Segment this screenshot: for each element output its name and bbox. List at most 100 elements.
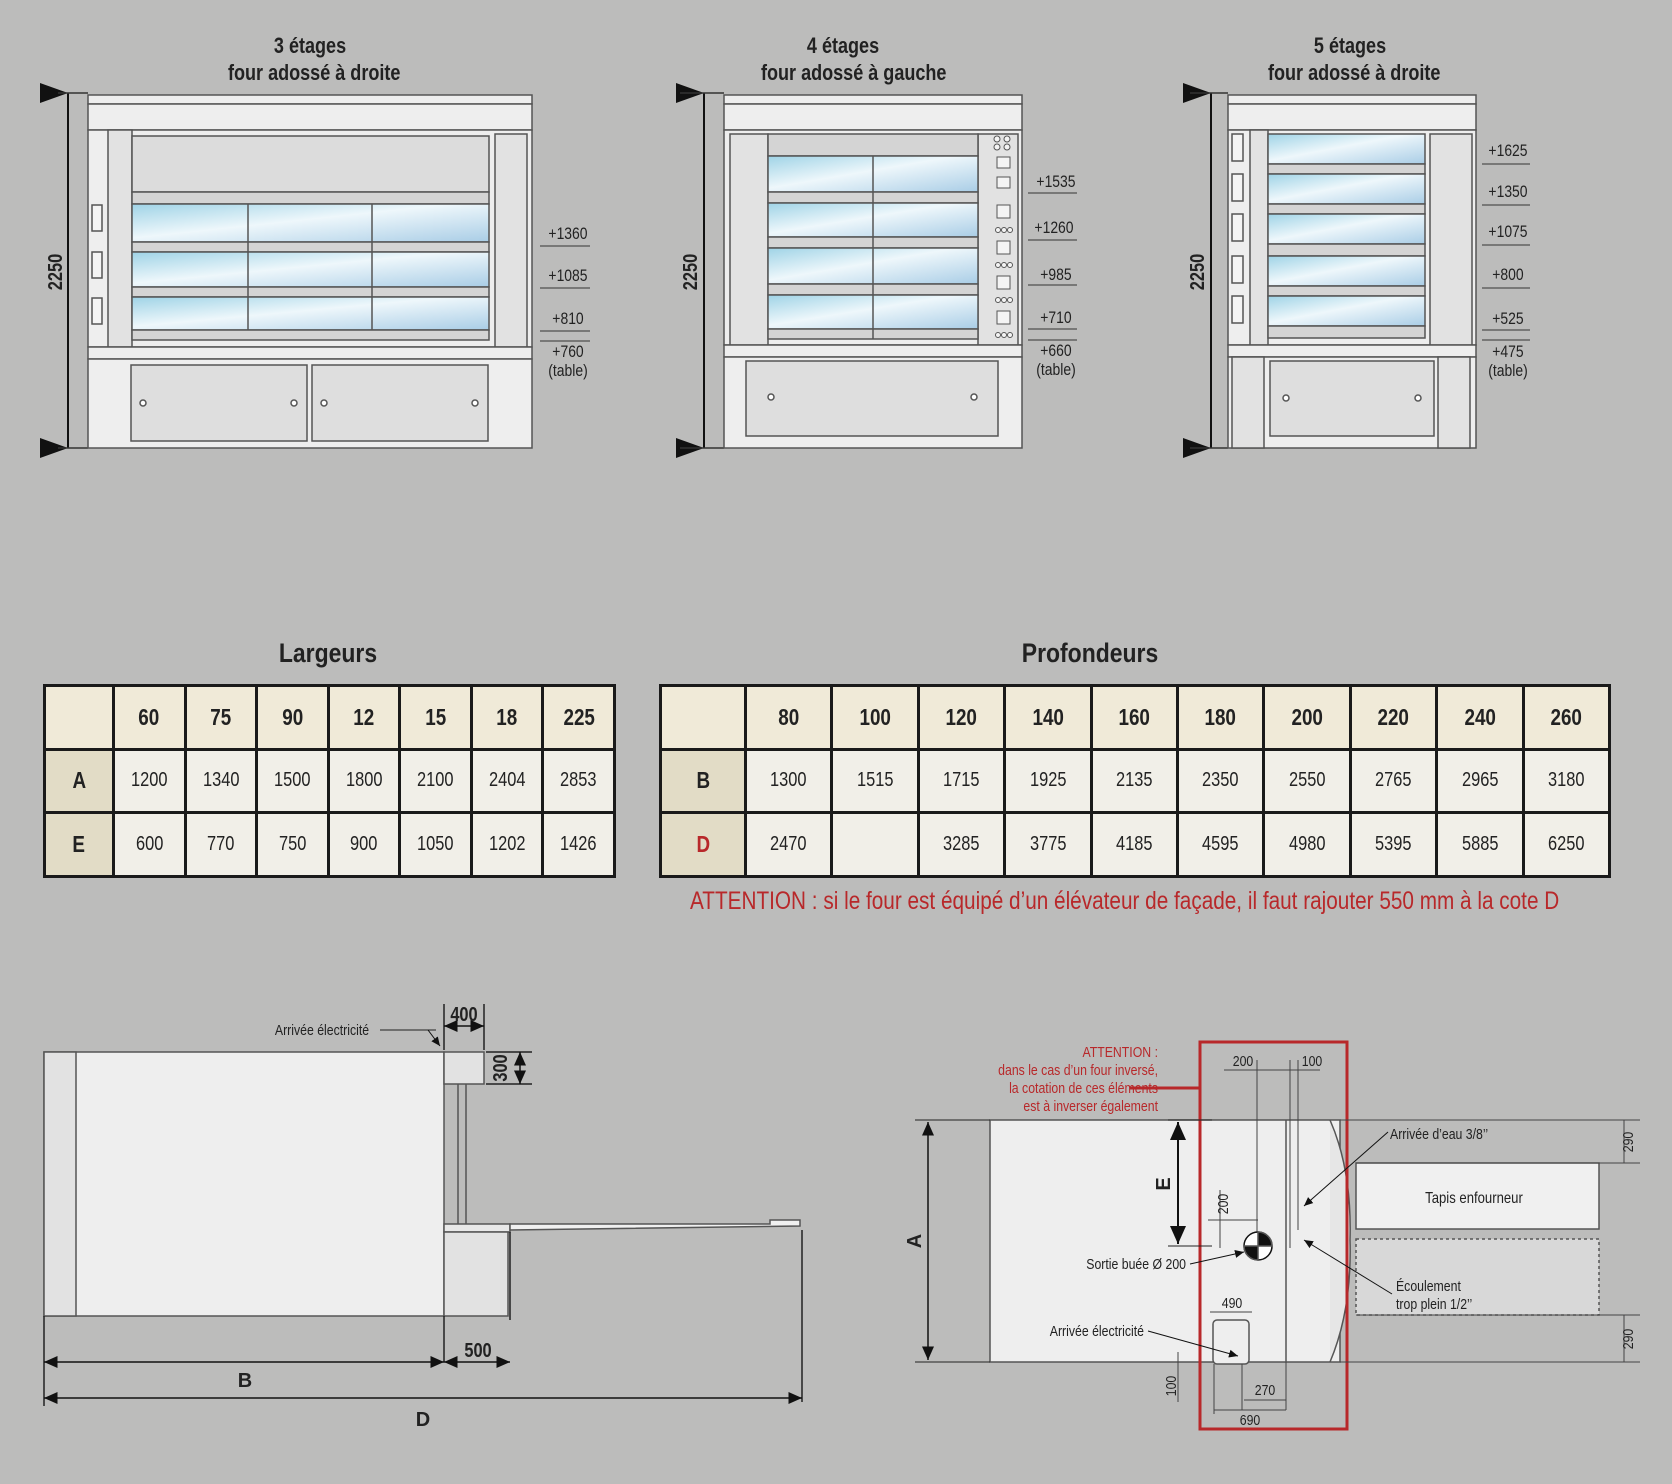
profondeurs-col: 260 bbox=[1521, 684, 1612, 751]
plan-drawings: Arrivée électricité 400 300 500 B D bbox=[43, 1002, 1640, 1431]
elevation-title-4-line2: four adossé à gauche bbox=[761, 60, 947, 85]
table-cell: 1715 bbox=[916, 747, 1007, 815]
elevation-title-5: 5 étages four adossé à droite bbox=[1268, 32, 1441, 86]
table-cell: 900 bbox=[326, 811, 402, 878]
top-arrivee-electricite: Arrivée électricité bbox=[1050, 1323, 1145, 1339]
oven-4-table-label: (table) bbox=[1036, 361, 1075, 380]
table-cell: 1500 bbox=[255, 747, 330, 815]
table-cell: 1202 bbox=[469, 811, 545, 878]
table-cell: 2100 bbox=[398, 747, 473, 815]
oven-4-decks bbox=[676, 83, 1077, 458]
oven-3-level-3: +810 bbox=[552, 310, 584, 329]
side-arrivee-electricite: Arrivée électricité bbox=[275, 1022, 370, 1038]
largeurs-col: 18 bbox=[469, 684, 545, 751]
oven-5-level-5: +525 bbox=[1492, 310, 1523, 329]
profondeurs-col: 80 bbox=[743, 684, 834, 751]
top-dim-200-side: 200 bbox=[1215, 1193, 1231, 1214]
elevation-title-3-line2: four adossé à droite bbox=[228, 60, 401, 85]
elevations-drawing: 2250 +1360 +1085 +810 +760 (table) bbox=[40, 83, 1530, 458]
top-dim-200-top: 200 bbox=[1233, 1053, 1254, 1069]
largeurs-col: 12 bbox=[326, 684, 402, 751]
row-label-a: A bbox=[43, 747, 115, 815]
oven-3-table-label: (table) bbox=[548, 362, 587, 381]
table-cell: 750 bbox=[255, 811, 330, 878]
table-cell: 2550 bbox=[1262, 747, 1352, 815]
table-cell: 770 bbox=[183, 811, 259, 878]
profondeurs-row-d: D 2470 3285 3775 4185 4595 4980 5395 588… bbox=[659, 811, 1612, 878]
elevation-title-5-line1: 5 étages bbox=[1313, 33, 1387, 58]
oven-3-decks bbox=[40, 83, 590, 458]
largeurs-col: 90 bbox=[255, 684, 330, 751]
top-dim-100-side: 100 bbox=[1163, 1375, 1179, 1396]
side-label-d: D bbox=[416, 1409, 430, 1431]
top-label-a: A bbox=[904, 1234, 926, 1248]
row-label-b: B bbox=[659, 747, 747, 815]
oven-5-decks bbox=[1183, 83, 1530, 458]
oven-3-level-2: +1085 bbox=[548, 267, 587, 286]
largeurs-col: 75 bbox=[183, 684, 259, 751]
table-cell: 5395 bbox=[1348, 811, 1439, 878]
top-dim-100-top: 100 bbox=[1302, 1053, 1323, 1069]
oven-3-level-4: +760 bbox=[552, 343, 584, 362]
profondeurs-col: 120 bbox=[916, 684, 1007, 751]
table-cell: 3180 bbox=[1521, 747, 1612, 815]
top-attention-line3: la cotation de ces éléments bbox=[1009, 1080, 1158, 1096]
oven-5-level-1: +1625 bbox=[1488, 142, 1527, 161]
table-cell: 1300 bbox=[743, 747, 834, 815]
row-label-d: D bbox=[659, 811, 747, 878]
side-dim-300: 300 bbox=[488, 1054, 511, 1081]
top-attention-line2: dans le cas d’un four inversé, bbox=[998, 1062, 1158, 1078]
profondeurs-col: 160 bbox=[1089, 684, 1179, 751]
profondeurs-col: 140 bbox=[1003, 684, 1093, 751]
table-cell: 2135 bbox=[1089, 747, 1179, 815]
profondeurs-col: 100 bbox=[830, 684, 920, 751]
table-cell: 6250 bbox=[1521, 811, 1612, 878]
largeurs-row-a: A 1200 1340 1500 1800 2100 2404 2853 bbox=[43, 747, 616, 815]
oven-4-level-1: +1535 bbox=[1036, 173, 1075, 192]
top-attention-line1: ATTENTION : bbox=[1082, 1044, 1158, 1060]
oven-3-level-1: +1360 bbox=[548, 225, 587, 244]
table-cell: 1340 bbox=[183, 747, 259, 815]
side-dim-400: 400 bbox=[450, 1002, 477, 1025]
oven-5-level-3: +1075 bbox=[1488, 223, 1527, 242]
largeurs-col: 15 bbox=[398, 684, 473, 751]
top-sortie-buee: Sortie buée Ø 200 bbox=[1086, 1256, 1186, 1272]
profondeurs-header-row: 80 100 120 140 160 180 200 220 240 260 bbox=[659, 684, 1612, 751]
oven-4-level-3: +985 bbox=[1040, 266, 1071, 285]
table-cell: 4980 bbox=[1262, 811, 1352, 878]
largeurs-col: 60 bbox=[112, 684, 187, 751]
table-cell: 1426 bbox=[541, 811, 616, 878]
top-tapis-enfourneur: Tapis enfourneur bbox=[1425, 1190, 1523, 1207]
table-cell bbox=[830, 811, 920, 878]
side-view bbox=[43, 1004, 803, 1406]
oven-4-level-5: +660 bbox=[1040, 342, 1072, 361]
profondeurs-row-b: B 1300 1515 1715 1925 2135 2350 2550 276… bbox=[659, 747, 1612, 815]
table-cell: 2853 bbox=[541, 747, 616, 815]
top-dim-690: 690 bbox=[1240, 1412, 1261, 1428]
largeurs-row-e: E 600 770 750 900 1050 1202 1426 bbox=[43, 811, 616, 878]
table-cell: 4595 bbox=[1175, 811, 1266, 878]
elevation-title-5-line2: four adossé à droite bbox=[1268, 60, 1441, 85]
table-cell: 4185 bbox=[1089, 811, 1179, 878]
top-label-e: E bbox=[1153, 1177, 1175, 1190]
oven-4-level-2: +1260 bbox=[1034, 219, 1073, 238]
profondeurs-col: 180 bbox=[1175, 684, 1266, 751]
table-cell: 2765 bbox=[1348, 747, 1439, 815]
oven-4-height-label: 2250 bbox=[678, 254, 701, 290]
attention-d-warning: ATTENTION : si le four est équipé d’un é… bbox=[690, 887, 1560, 915]
profondeurs-col: 200 bbox=[1262, 684, 1352, 751]
table-cell: 3775 bbox=[1003, 811, 1093, 878]
elevation-title-3-line1: 3 étages bbox=[273, 33, 347, 58]
oven-5-level-6: +475 bbox=[1492, 343, 1523, 362]
table-cell: 1515 bbox=[830, 747, 920, 815]
table-cell: 3285 bbox=[916, 811, 1007, 878]
top-dim-270: 270 bbox=[1255, 1382, 1276, 1398]
elevation-title-4: 4 étages four adossé à gauche bbox=[761, 32, 947, 86]
profondeurs-col: 220 bbox=[1348, 684, 1439, 751]
table-cell: 1925 bbox=[1003, 747, 1093, 815]
table-cell: 2965 bbox=[1435, 747, 1525, 815]
largeurs-table: 60 75 90 12 15 18 225 A 1200 1340 1500 1… bbox=[43, 684, 616, 878]
oven-5-height-label: 2250 bbox=[1185, 254, 1208, 290]
table-cell: 2350 bbox=[1175, 747, 1266, 815]
oven-3-height-label: 2250 bbox=[43, 254, 66, 290]
